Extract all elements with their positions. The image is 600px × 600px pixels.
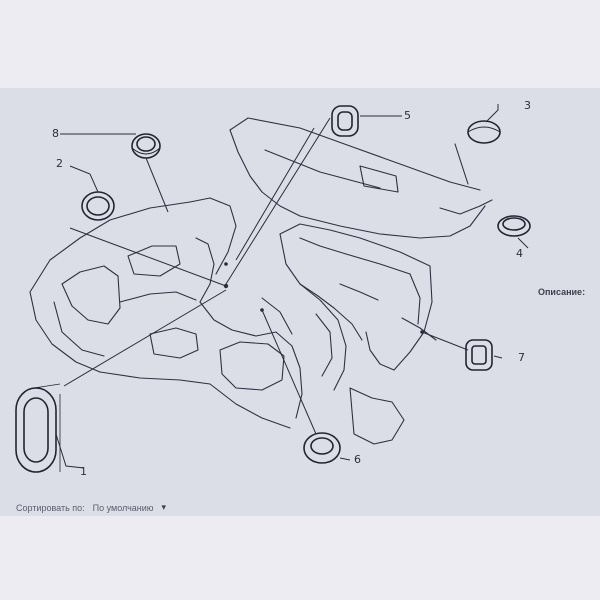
part-5-rect-grommet [331, 105, 359, 137]
callout-7: 7 [518, 351, 525, 364]
callout-3: 3 [524, 99, 531, 112]
callout-4: 4 [516, 247, 523, 260]
part-8-stepped-plug [131, 133, 161, 159]
callout-2: 2 [56, 157, 63, 170]
description-label: Описание: [538, 287, 586, 297]
part-2-round-plug [81, 191, 115, 221]
part-4-oval-plug [497, 215, 531, 237]
part-7-square-grommet [465, 339, 493, 371]
sort-select[interactable]: По умолчанию ▾ [91, 502, 168, 513]
leader-lines [55, 104, 529, 469]
parts-diagram [15, 104, 531, 473]
fender-outline [29, 201, 211, 385]
hood-outline [229, 117, 493, 239]
callout-6: 6 [354, 453, 361, 466]
callout-1: 1 [80, 465, 87, 478]
screen-photo: 1 2 3 4 5 6 7 8 Описание: Сортировать по… [0, 88, 600, 516]
cowl-outline [279, 223, 433, 371]
part-3-round-cap [467, 120, 501, 144]
part-6-round-grommet [303, 432, 341, 464]
part-1-oval-grommet [15, 383, 61, 473]
inner-structure-outline [261, 283, 437, 445]
callout-8: 8 [52, 127, 59, 140]
sort-control: Сортировать по: По умолчанию ▾ [16, 502, 168, 513]
chevron-down-icon: ▾ [161, 502, 167, 512]
sort-label: Сортировать по: [16, 502, 85, 513]
sort-value: По умолчанию [92, 502, 154, 513]
callout-5: 5 [404, 109, 411, 122]
front-panel-outline [149, 197, 303, 429]
